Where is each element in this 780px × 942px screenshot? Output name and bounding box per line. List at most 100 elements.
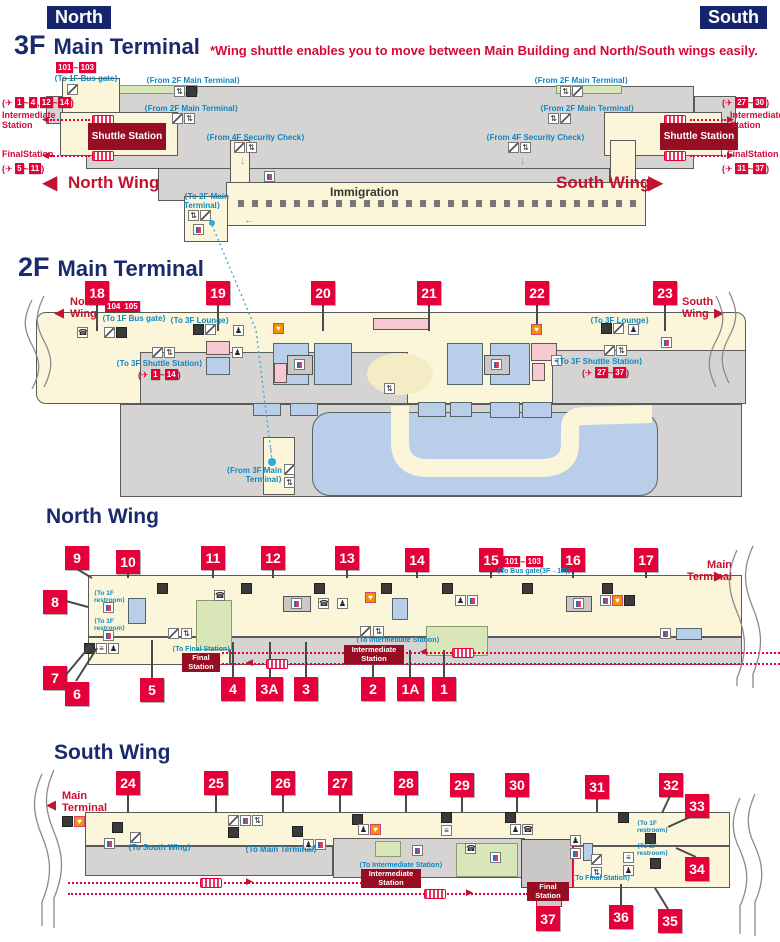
phone-icon: ☎ (465, 843, 476, 854)
from-2f-label: ⟨From 2F Main Terminal⟩ (146, 76, 241, 85)
to-3f-lounge-label: ⟨To 3F Lounge⟩ (590, 316, 650, 325)
lounge-icon (650, 858, 661, 869)
gate-bridge (405, 795, 407, 812)
gate-badge: 14 (405, 548, 429, 572)
intermediate-station-box: Intermediate Station (361, 869, 421, 888)
to-1f-restroom-label: ⟨To 1F restroom⟩ (94, 590, 126, 605)
floor2-heading: 2F Main Terminal (18, 252, 204, 283)
gate-bridge (215, 795, 217, 812)
syntax-token: ( (2, 164, 5, 174)
shuttle-track (50, 155, 90, 157)
gate-badge: 8 (43, 590, 67, 614)
gate-badge: 1A (397, 677, 424, 701)
immigration-label: Immigration (330, 185, 399, 199)
elevator-icon: ⇅ (560, 86, 571, 97)
bus-gate-badges: 101~103 (503, 556, 543, 568)
escalator-icon (572, 86, 583, 97)
gate-bridge (339, 795, 341, 812)
gate-number-badge: 101 (503, 556, 521, 567)
floor3-heading: 3F Main Terminal (14, 30, 200, 61)
gate-bridge (272, 569, 274, 578)
to-final-station-label: ⟨To Final Station⟩ (172, 646, 231, 653)
info-display-icon (186, 86, 197, 97)
map-2f-shop (490, 343, 530, 385)
gate-bridge (461, 797, 463, 812)
gate-bridge (645, 571, 647, 578)
info-display-icon (624, 595, 635, 606)
gate-badge: 36 (609, 905, 633, 929)
shuttle-train-icon (92, 151, 114, 161)
gate-badge: 6 (65, 682, 89, 706)
from-2f-label: ⟨From 2F Main Terminal⟩ (540, 104, 635, 113)
elevator-icon: ⇅ (188, 210, 199, 221)
wheelchair-icon: ♟ (232, 347, 243, 358)
gate-badge: 7 (43, 666, 67, 690)
gate-badge: 30 (505, 773, 529, 797)
gate-badge: 11 (201, 546, 225, 570)
shuttle-train-icon (200, 878, 222, 888)
elevator-icon: ⇅ (548, 113, 559, 124)
gate-number-badge: 14 (57, 97, 71, 108)
shuttle-station-box-north: Shuttle Station (88, 123, 166, 150)
map-nw-room (128, 598, 146, 624)
gate-number-badge: 103 (525, 556, 543, 567)
map-2f-shop (206, 357, 230, 375)
map-2f-shop (450, 402, 472, 417)
from-4f-label: ⟨From 4F Security Check⟩ (206, 133, 305, 142)
gate-bridge (232, 642, 234, 677)
gate-bridge (212, 569, 214, 578)
gate-number-badge: 1 (15, 97, 24, 108)
gate-number-badge: 14 (164, 369, 178, 380)
map-2f-shop (274, 363, 287, 383)
to-1f-restroom-label: ⟨To 1F restroom⟩ (94, 618, 126, 633)
gate-number-badge: 27 (595, 367, 608, 378)
intermediate-station-box: Intermediate Station (344, 645, 404, 664)
map-sw-room (375, 841, 401, 857)
gate-number-badge: 12 (39, 97, 53, 108)
gate-bridge (282, 795, 284, 812)
shuttle-train-icon (424, 889, 446, 899)
syntax-token: ( (582, 368, 585, 378)
from-3f-label: ⟨From 3F Main Terminal⟩ (226, 466, 282, 485)
info-display-icon (84, 643, 95, 654)
lounge-icon (112, 822, 123, 833)
map-2f-shop (314, 343, 352, 385)
gate-badge: 35 (658, 909, 682, 933)
escalator-icon (172, 113, 183, 124)
gate-badge: 19 (206, 281, 230, 305)
shuttle-track (222, 663, 780, 665)
info-display-icon (157, 583, 168, 594)
map-2f-shop (206, 341, 230, 355)
aed-icon: ♥ (74, 816, 85, 827)
escalator-icon (284, 464, 295, 475)
elevator-icon: ⇅ (591, 867, 602, 878)
elevator-icon: ⇅ (246, 142, 257, 153)
to-1f-restroom-label: ⟨To 1F restroom⟩ (637, 843, 669, 858)
syntax-token: ~ (747, 164, 754, 174)
plane-icon: ✈ (5, 164, 13, 174)
map-sw-lower-block (85, 846, 333, 876)
gate-bridge (96, 305, 98, 331)
restroom-icon (661, 337, 672, 348)
escalator-icon (67, 84, 78, 95)
immigration-booths (238, 200, 640, 207)
from-2f-label: ⟨From 2F Main Terminal⟩ (534, 76, 629, 85)
syntax-token: ~ (52, 98, 58, 108)
shuttle-track (68, 893, 528, 895)
syntax-token: ~ (73, 63, 79, 73)
shuttle-train-icon (266, 659, 288, 669)
arrow-left-icon: ◀ (246, 657, 253, 667)
escalator-icon (130, 832, 141, 843)
map-sw-final-station-building (521, 839, 573, 888)
syntax-token: ) (626, 368, 630, 378)
syntax-token: ~ (23, 98, 29, 108)
restroom-icon (573, 598, 584, 609)
escalator-icon (234, 142, 245, 153)
map-nw-room (392, 598, 408, 620)
gate-badge: 33 (685, 794, 709, 818)
restroom-icon (193, 224, 204, 235)
person-icon: ♟ (108, 643, 119, 654)
gate-badge: 4 (221, 677, 245, 701)
